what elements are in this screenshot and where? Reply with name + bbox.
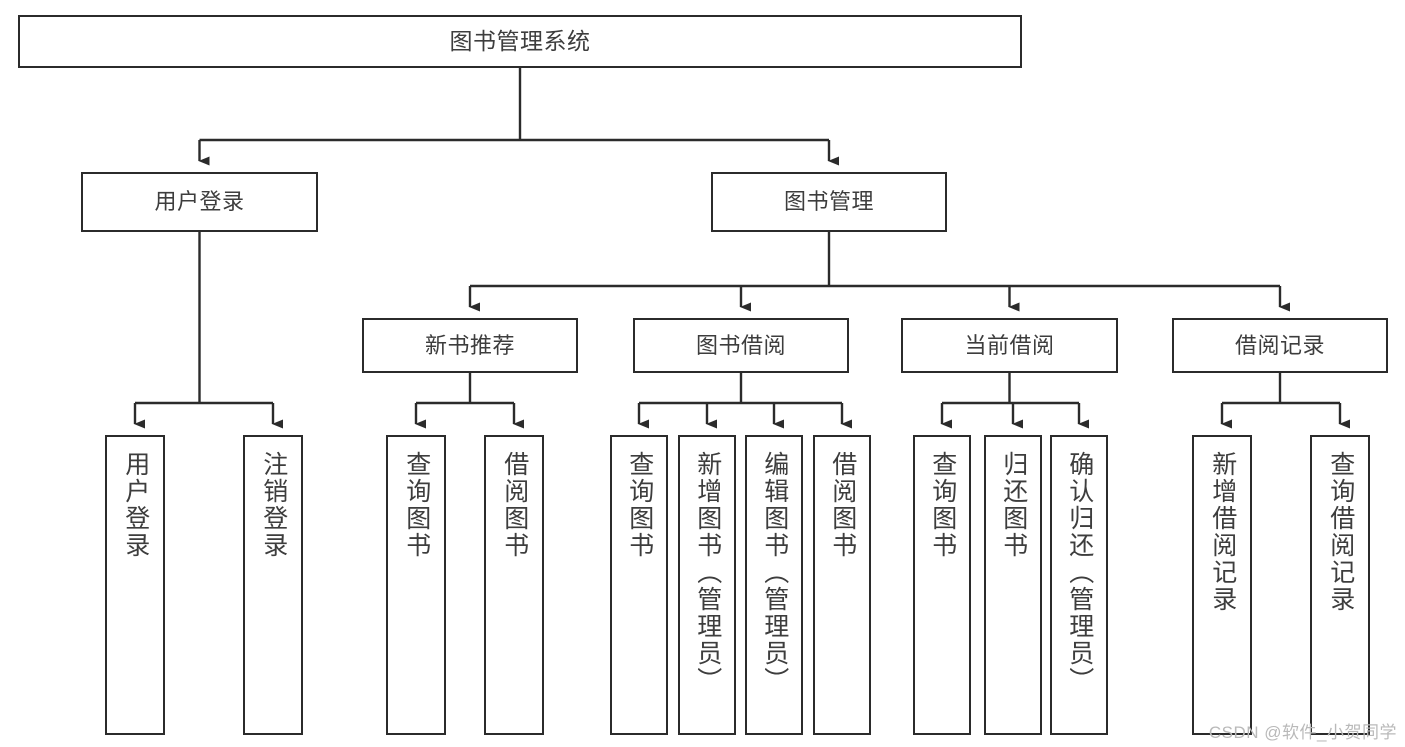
node-current-borrow[interactable]: 当前借阅 bbox=[901, 318, 1118, 373]
node-leaf-return-book-label: 归还图书 bbox=[999, 451, 1028, 559]
node-leaf-user-login-label: 用户登录 bbox=[121, 451, 150, 559]
node-leaf-borrow-book-1-label: 借阅图书 bbox=[500, 451, 529, 559]
watermark: CSDN @软件_小贺同学 bbox=[1208, 723, 1397, 742]
node-leaf-add-book[interactable]: 新增图书（管理员） bbox=[678, 435, 736, 735]
node-leaf-add-record-label: 新增借阅记录 bbox=[1208, 451, 1237, 613]
node-leaf-borrow-book-2-label: 借阅图书 bbox=[828, 451, 857, 559]
node-leaf-query-book-1[interactable]: 查询图书 bbox=[386, 435, 446, 735]
node-leaf-query-book-3-label: 查询图书 bbox=[928, 451, 957, 559]
node-leaf-logout-label: 注销登录 bbox=[259, 451, 288, 559]
node-root-label: 图书管理系统 bbox=[449, 27, 591, 54]
node-new-book-recommend-label: 新书推荐 bbox=[424, 332, 515, 358]
node-leaf-borrow-book-1[interactable]: 借阅图书 bbox=[484, 435, 544, 735]
node-leaf-query-record[interactable]: 查询借阅记录 bbox=[1310, 435, 1370, 735]
node-book-borrow[interactable]: 图书借阅 bbox=[633, 318, 849, 373]
node-book-manage[interactable]: 图书管理 bbox=[711, 172, 947, 232]
node-root[interactable]: 图书管理系统 bbox=[18, 15, 1022, 68]
node-leaf-edit-book[interactable]: 编辑图书（管理员） bbox=[745, 435, 803, 735]
node-leaf-query-book-1-label: 查询图书 bbox=[402, 451, 431, 559]
node-leaf-borrow-book-2[interactable]: 借阅图书 bbox=[813, 435, 871, 735]
node-new-book-recommend[interactable]: 新书推荐 bbox=[362, 318, 578, 373]
node-leaf-query-book-3[interactable]: 查询图书 bbox=[913, 435, 971, 735]
node-leaf-query-record-label: 查询借阅记录 bbox=[1326, 451, 1355, 613]
node-current-borrow-label: 当前借阅 bbox=[964, 332, 1055, 358]
node-borrow-record-label: 借阅记录 bbox=[1234, 332, 1325, 358]
node-leaf-logout[interactable]: 注销登录 bbox=[243, 435, 303, 735]
node-user-login[interactable]: 用户登录 bbox=[81, 172, 318, 232]
node-leaf-add-record[interactable]: 新增借阅记录 bbox=[1192, 435, 1252, 735]
node-user-login-label: 用户登录 bbox=[154, 189, 245, 215]
node-book-manage-label: 图书管理 bbox=[783, 189, 874, 215]
node-book-borrow-label: 图书借阅 bbox=[695, 332, 786, 358]
node-leaf-return-book[interactable]: 归还图书 bbox=[984, 435, 1042, 735]
node-leaf-query-book-2-label: 查询图书 bbox=[625, 451, 654, 559]
node-leaf-confirm-return[interactable]: 确认归还（管理员） bbox=[1050, 435, 1108, 735]
node-borrow-record[interactable]: 借阅记录 bbox=[1172, 318, 1388, 373]
node-leaf-confirm-return-label: 确认归还（管理员） bbox=[1065, 451, 1094, 694]
node-leaf-user-login[interactable]: 用户登录 bbox=[105, 435, 165, 735]
node-leaf-add-book-label: 新增图书（管理员） bbox=[693, 451, 722, 694]
node-leaf-query-book-2[interactable]: 查询图书 bbox=[610, 435, 668, 735]
node-leaf-edit-book-label: 编辑图书（管理员） bbox=[760, 451, 789, 694]
